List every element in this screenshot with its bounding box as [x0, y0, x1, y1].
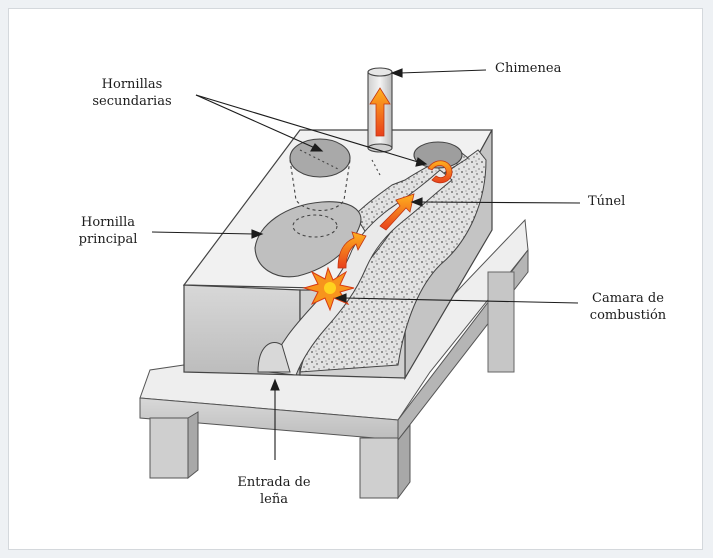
label-hornilla-principal: Hornilla principal	[64, 214, 152, 248]
label-camara-combustion: Camara de combustión	[572, 290, 684, 324]
label-chimenea: Chimenea	[495, 60, 561, 77]
label-hornillas-secundarias: Hornillas secundarias	[80, 76, 184, 110]
label-tunel: Túnel	[588, 193, 625, 210]
label-entrada-lena: Entrada de leña	[222, 474, 326, 508]
